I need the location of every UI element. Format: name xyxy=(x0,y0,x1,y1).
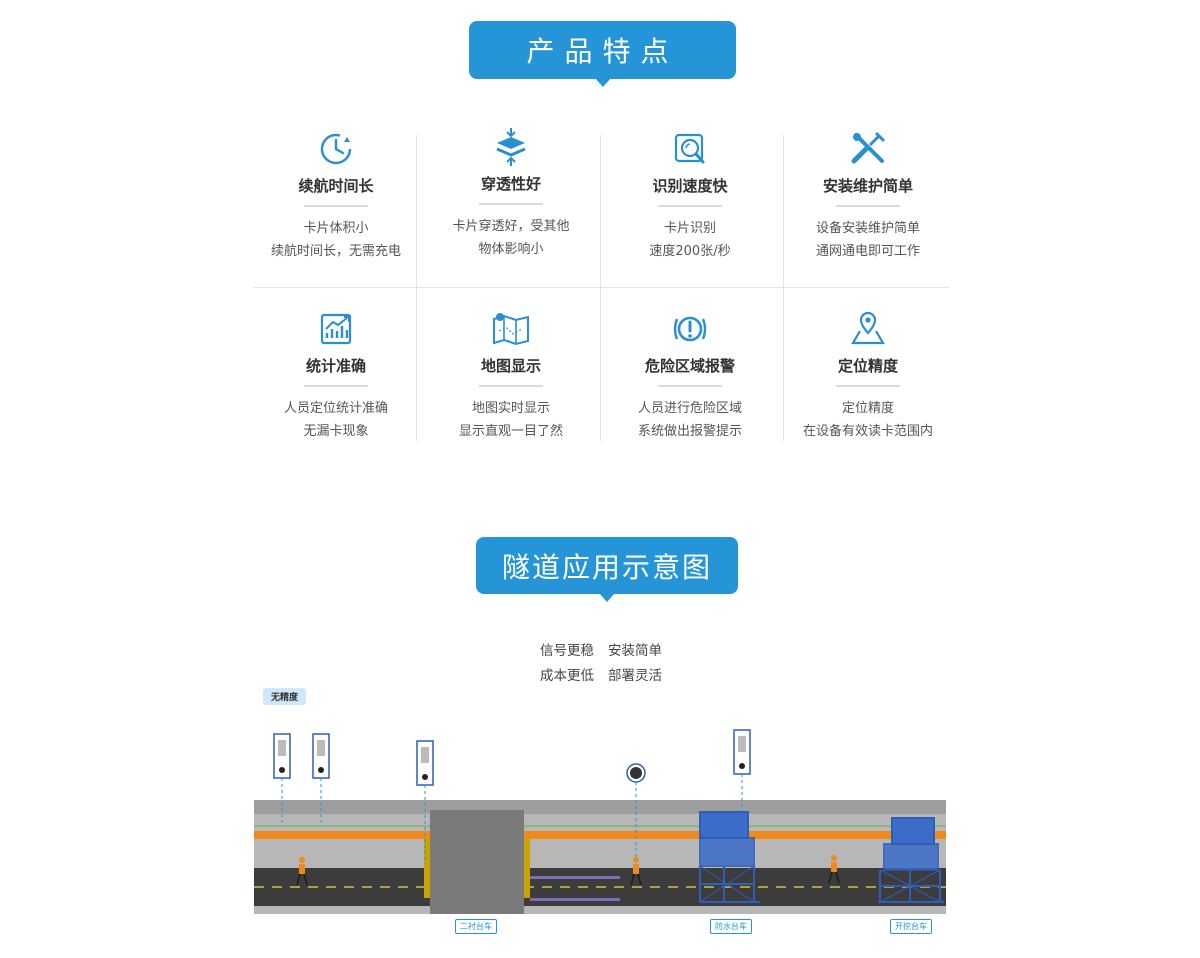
feature-title: 识别速度快 xyxy=(652,177,728,195)
light-strip xyxy=(530,898,620,901)
feature-title: 统计准确 xyxy=(305,357,366,375)
slogan-line: 信号更稳安装简单 xyxy=(540,639,690,659)
feature-title: 续航时间长 xyxy=(298,177,374,195)
feature-card: 定位精度 定位精度 在设备有效读卡范围内 xyxy=(785,309,951,443)
desc-line: 无漏卡现象 xyxy=(303,424,369,439)
feature-desc: 定位精度 在设备有效读卡范围内 xyxy=(785,397,951,443)
lining-trolley xyxy=(430,810,524,914)
desc-line: 设备安装维护简单 xyxy=(815,221,920,236)
feature-title: 穿透性好 xyxy=(480,175,541,193)
stats-chart-icon xyxy=(320,313,352,345)
label-excavation-trolley: 开挖台车 xyxy=(890,919,932,934)
feature-card: 识别速度快 卡片识别 速度200张/秒 xyxy=(607,129,773,263)
feature-desc: 卡片穿透好，受其他 物体影响小 xyxy=(428,215,594,261)
camera-sensor xyxy=(626,763,646,866)
title-underline xyxy=(836,385,900,387)
desc-line: 通网通电即可工作 xyxy=(815,244,920,259)
rfid-reader xyxy=(273,733,291,822)
title-underline xyxy=(658,385,722,387)
desc-line: 卡片识别 xyxy=(663,221,716,236)
title-underline xyxy=(836,205,900,207)
trolley-edge xyxy=(524,838,530,898)
features-grid: 续航时间长 卡片体积小 续航时间长，无需充电 穿透性好 卡片穿透好，受其他 物体… xyxy=(253,128,951,443)
feature-desc: 人员定位统计准确 无漏卡现象 xyxy=(253,397,419,443)
worker xyxy=(630,857,642,886)
feature-desc: 卡片识别 速度200张/秒 xyxy=(607,217,773,263)
desc-line: 人员定位统计准确 xyxy=(283,401,388,416)
slogan-line: 成本更低部署灵活 xyxy=(540,664,690,684)
title-underline xyxy=(479,385,543,387)
title-underline xyxy=(658,205,722,207)
clock-icon xyxy=(320,133,352,165)
tunnel-illustration xyxy=(254,729,946,914)
desc-line: 定位精度 xyxy=(841,401,894,416)
worker xyxy=(828,855,840,884)
grid-divider xyxy=(783,135,784,441)
tunnel-diagram: 无精度 xyxy=(254,688,946,938)
desc-line: 地图实时显示 xyxy=(471,401,550,416)
section-banner-tunnel: 隧道应用示意图 xyxy=(476,537,738,602)
desc-line: 物体影响小 xyxy=(478,242,544,257)
desc-line: 续航时间长，无需充电 xyxy=(270,244,401,259)
desc-line: 速度200张/秒 xyxy=(649,244,731,259)
feature-card: 统计准确 人员定位统计准确 无漏卡现象 xyxy=(253,309,419,443)
label-waterproof-trolley: 防水台车 xyxy=(710,919,752,934)
feature-title: 定位精度 xyxy=(837,357,898,375)
title-underline xyxy=(304,205,368,207)
map-icon xyxy=(493,313,529,346)
desc-line: 在设备有效读卡范围内 xyxy=(802,424,933,439)
grid-divider xyxy=(600,135,601,441)
slogan-text: 部署灵活 xyxy=(608,668,662,684)
feature-card: 安装维护简单 设备安装维护简单 通网通电即可工作 xyxy=(785,129,951,263)
orange-pipe xyxy=(254,831,946,839)
title-underline xyxy=(479,203,543,205)
worker xyxy=(296,857,308,886)
tools-icon xyxy=(851,131,886,164)
layers-icon xyxy=(496,128,526,166)
slogan-text: 安装简单 xyxy=(608,643,662,659)
feature-card: 危险区域报警 人员进行危险区域 系统做出报警提示 xyxy=(607,309,773,443)
light-strip xyxy=(530,876,620,879)
feature-card: 地图显示 地图实时显示 显示直观一目了然 xyxy=(428,309,594,443)
title-underline xyxy=(304,385,368,387)
desc-line: 显示直观一目了然 xyxy=(458,424,563,439)
precision-tag: 无精度 xyxy=(263,688,307,705)
feature-card: 穿透性好 卡片穿透好，受其他 物体影响小 xyxy=(428,127,594,261)
desc-line: 系统做出报警提示 xyxy=(637,424,742,439)
magnifier-icon xyxy=(674,133,705,164)
grid-divider xyxy=(416,135,417,441)
alarm-icon xyxy=(673,316,707,342)
rfid-reader xyxy=(416,740,434,860)
feature-title: 危险区域报警 xyxy=(644,357,735,375)
grid-divider xyxy=(253,287,949,288)
cable-line xyxy=(254,825,946,827)
desc-line: 卡片穿透好，受其他 xyxy=(452,219,570,234)
feature-desc: 人员进行危险区域 系统做出报警提示 xyxy=(607,397,773,443)
label-lining-trolley: 二衬台车 xyxy=(455,919,497,934)
section-banner-features: 产品特点 xyxy=(469,21,736,87)
slogan-text: 信号更稳 xyxy=(540,643,594,659)
feature-title: 地图显示 xyxy=(480,357,541,375)
feature-desc: 设备安装维护简单 通网通电即可工作 xyxy=(785,217,951,263)
tunnel-ceiling xyxy=(254,800,946,814)
waterproof-trolley xyxy=(699,811,760,903)
rfid-reader xyxy=(733,729,751,828)
feature-title: 安装维护简单 xyxy=(822,177,913,195)
rfid-reader xyxy=(312,733,330,822)
trolley-edge xyxy=(424,838,430,898)
desc-line: 人员进行危险区域 xyxy=(637,401,742,416)
slogan-text: 成本更低 xyxy=(540,668,594,684)
location-pin-icon xyxy=(851,311,885,345)
feature-desc: 地图实时显示 显示直观一目了然 xyxy=(428,397,594,443)
feature-card: 续航时间长 卡片体积小 续航时间长，无需充电 xyxy=(253,129,419,263)
desc-line: 卡片体积小 xyxy=(303,221,369,236)
excavation-trolley xyxy=(878,817,944,903)
feature-desc: 卡片体积小 续航时间长，无需充电 xyxy=(253,217,419,263)
